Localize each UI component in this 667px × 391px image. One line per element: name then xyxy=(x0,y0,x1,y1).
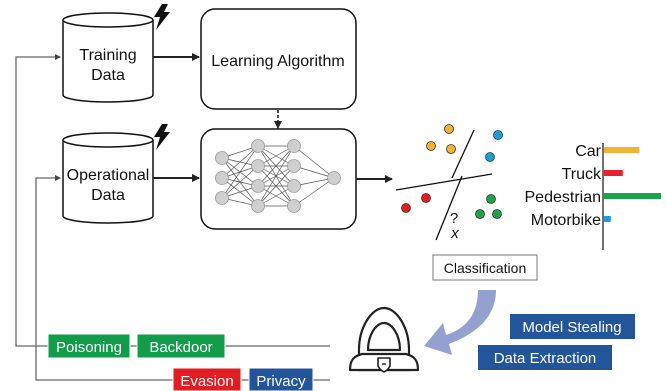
bar-motorbike xyxy=(604,216,611,222)
nn-edge xyxy=(257,145,295,187)
unknown-x-label: x xyxy=(450,225,459,242)
point-car xyxy=(444,124,454,134)
learning-algorithm-box: Learning Algorithm xyxy=(200,8,357,110)
attack-model-stealing-label: Model Stealing xyxy=(522,319,621,336)
attack-backdoor-label: Backdoor xyxy=(149,339,212,356)
nn-node xyxy=(251,199,265,213)
bar-car xyxy=(604,147,640,153)
nn-node xyxy=(251,159,265,173)
classification-box: Classification xyxy=(432,254,538,281)
attack-data-extraction-label: Data Extraction xyxy=(494,350,597,367)
attack-model-stealing: Model Stealing xyxy=(510,314,635,339)
training-data-label-2: Data xyxy=(91,67,125,84)
nn-edge xyxy=(293,165,335,179)
operational-data-label-2: Data xyxy=(91,187,125,204)
point-pedestrian xyxy=(492,209,502,219)
operational-data-store: Operational Data xyxy=(62,132,154,224)
nn-node xyxy=(287,179,301,193)
classifier-scatter: ? x xyxy=(395,124,503,242)
nn-edge xyxy=(221,145,259,179)
nn-node xyxy=(215,191,229,205)
attack-evasion-label: Evasion xyxy=(180,373,233,390)
bar-label-motorbike: Motorbike xyxy=(531,212,601,229)
nn-edge xyxy=(257,165,295,207)
point-car xyxy=(446,144,456,154)
nn-node xyxy=(215,171,229,185)
bar-label-car: Car xyxy=(575,143,601,160)
curved-arrow xyxy=(424,290,496,355)
nn-node xyxy=(215,151,229,165)
point-truck xyxy=(421,193,431,203)
neural-network-box xyxy=(200,128,357,230)
operational-data-label-1: Operational xyxy=(67,167,150,184)
point-car xyxy=(426,141,436,151)
attack-privacy-label: Privacy xyxy=(256,373,306,390)
neural-network-icon xyxy=(215,139,341,213)
hacker-icon xyxy=(348,306,420,373)
bar-pedestrian xyxy=(604,193,661,199)
point-pedestrian xyxy=(475,209,485,219)
nn-edge xyxy=(221,165,259,199)
bar-label-pedestrian: Pedestrian xyxy=(525,189,602,206)
attack-data-extraction: Data Extraction xyxy=(478,345,612,370)
point-motorbike xyxy=(493,130,503,140)
attack-poisoning-label: Poisoning xyxy=(56,339,122,356)
bar-truck xyxy=(604,170,623,176)
unknown-question-mark: ? xyxy=(450,210,458,227)
training-data-label-1: Training xyxy=(79,47,136,64)
lightning-icon xyxy=(154,4,170,30)
lightning-icon xyxy=(154,124,170,150)
nn-node xyxy=(287,139,301,153)
learning-algorithm-label: Learning Algorithm xyxy=(211,53,344,70)
attack-privacy: Privacy xyxy=(248,367,314,391)
point-motorbike xyxy=(485,152,495,162)
attack-evasion: Evasion xyxy=(172,367,242,391)
nn-edge xyxy=(293,145,335,179)
nn-node xyxy=(287,159,301,173)
nn-node xyxy=(287,199,301,213)
attack-poisoning: Poisoning xyxy=(47,333,131,359)
bar-label-truck: Truck xyxy=(562,166,602,183)
point-pedestrian xyxy=(486,194,496,204)
classification-label: Classification xyxy=(444,260,526,276)
nn-edge xyxy=(221,145,259,199)
nn-node xyxy=(327,171,341,185)
nn-node xyxy=(251,139,265,153)
nn-edge xyxy=(257,145,295,207)
nn-node xyxy=(251,179,265,193)
nn-edge xyxy=(293,177,335,207)
training-data-store: Training Data xyxy=(62,12,154,103)
attack-backdoor: Backdoor xyxy=(136,333,226,359)
point-truck xyxy=(401,203,411,213)
